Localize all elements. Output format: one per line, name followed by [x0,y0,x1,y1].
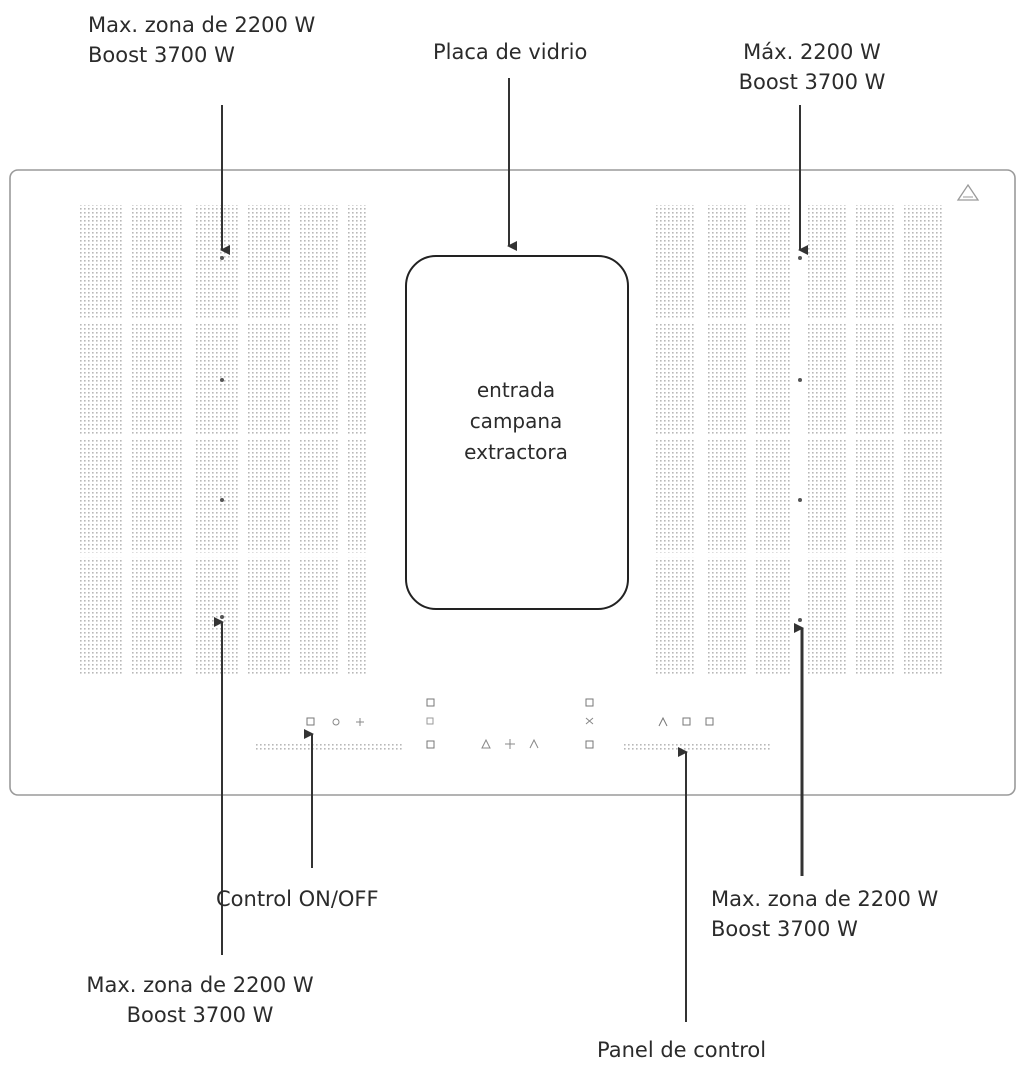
zone-icon-left-2[interactable] [356,718,364,726]
lock-icon[interactable] [426,698,435,707]
label-hood-inlet: entrada campana extractora [464,378,568,464]
cooking-zone-right [654,205,946,675]
pause-icon[interactable] [426,717,434,725]
fan-icon-3[interactable] [529,738,539,749]
slider-right[interactable] [622,742,770,752]
cooking-zone-left [78,205,368,675]
power-icon[interactable] [306,717,315,726]
label-bottom-right: Max. zona de 2200 W Boost 3700 W [711,887,939,941]
boost-icon[interactable] [426,740,435,749]
label-control-panel: Panel de control [597,1038,767,1062]
zone-icon-right-2[interactable] [682,717,691,726]
label-on-off: Control ON/OFF [216,887,379,911]
fan-icon-1[interactable] [481,738,491,749]
zone-icon-right-1[interactable] [658,716,668,727]
fan-icon-2[interactable] [505,739,515,749]
label-bottom-left: Max. zona de 2200 W Boost 3700 W [86,973,314,1027]
warning-triangle-icon [956,183,980,201]
label-glass-plate: Placa de vidrio [433,40,588,64]
label-top-left: Max. zona de 2200 W Boost 3700 W [88,13,316,67]
timer-icon[interactable] [585,698,594,707]
clock-icon[interactable] [585,717,594,725]
label-top-right: Máx. 2200 W Boost 3700 W [738,40,886,94]
slider-left[interactable] [255,742,403,752]
zone-icon-right-3[interactable] [705,717,714,726]
zone-icon-left-1[interactable] [332,718,340,726]
filter-icon[interactable] [585,740,594,749]
hood-inlet [405,255,629,610]
